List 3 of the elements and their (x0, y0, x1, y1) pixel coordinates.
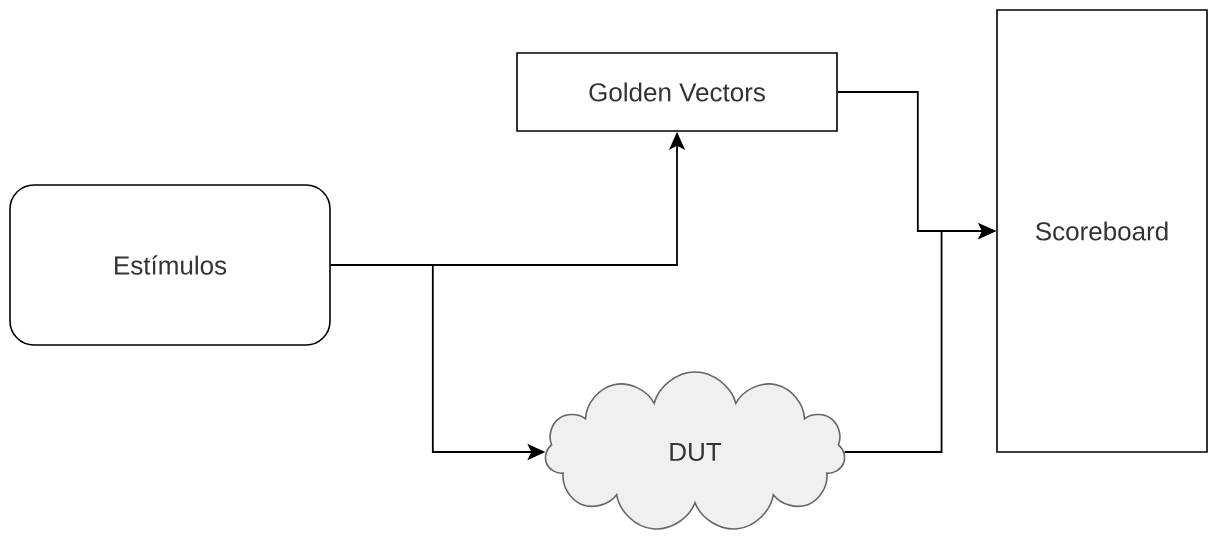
process-box: Scoreboard (996, 9, 1208, 453)
process-box: Golden Vectors (516, 52, 838, 132)
rounded-box: Estímulos (9, 184, 331, 346)
